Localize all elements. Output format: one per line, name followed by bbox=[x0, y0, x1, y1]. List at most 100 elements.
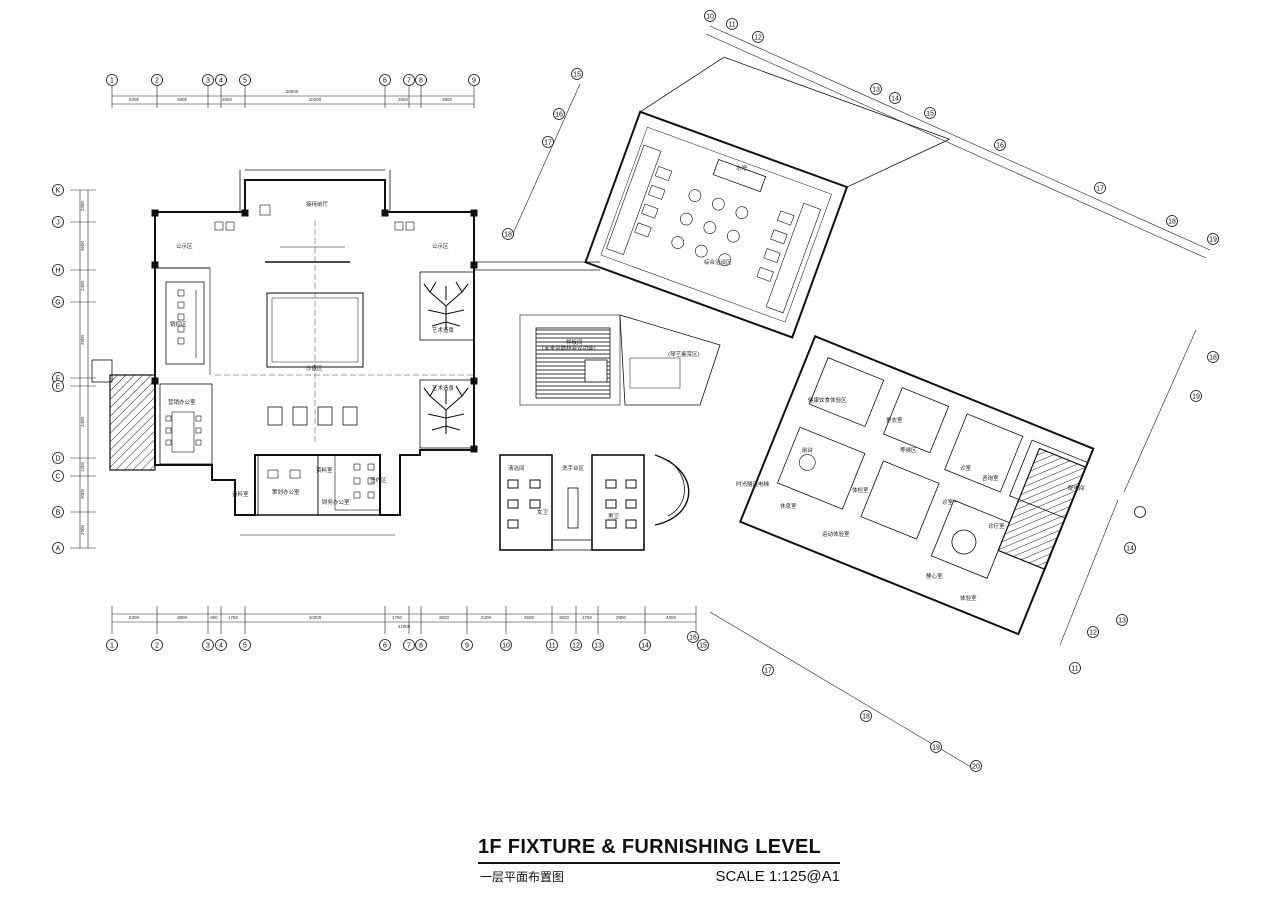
title-underline bbox=[478, 862, 840, 864]
room-art-top: 艺术造景 bbox=[432, 326, 455, 334]
room-art-bottom: 艺术造景 bbox=[432, 384, 455, 392]
room-cleaning: 清洁间 bbox=[508, 464, 525, 472]
room-lab: 体检室 bbox=[852, 486, 869, 494]
room-consult2: 诊室一 bbox=[942, 498, 959, 506]
grid-labels-right: 18 19 14 13 12 11 bbox=[1071, 355, 1217, 673]
room-marketing: 营销办公室 bbox=[168, 398, 196, 406]
dim-bot-1: 3800 bbox=[177, 615, 188, 620]
dim-top-4: 10300 bbox=[309, 97, 322, 102]
dim-left-5: 1350 bbox=[80, 461, 85, 472]
dim-top-3: 2650 bbox=[222, 97, 233, 102]
title-block: 1F FIXTURE & FURNISHING LEVEL 一层平面布置图 SC… bbox=[478, 836, 844, 892]
grid-left-h: H bbox=[55, 268, 60, 275]
grid-labels-nw: 15 16 17 18 bbox=[504, 72, 581, 239]
grid-left-b: B bbox=[56, 510, 61, 517]
room-changing: 更衣室 bbox=[886, 416, 903, 424]
room-model: 样板间 bbox=[566, 338, 583, 346]
dim-bot-3: 1750 bbox=[228, 615, 239, 620]
grid-left-k: K bbox=[56, 188, 61, 195]
grid-top-9: 9 bbox=[472, 78, 476, 85]
dim-bot-4: 10300 bbox=[309, 615, 322, 620]
room-waiting: 等候区 bbox=[900, 446, 917, 454]
grid-se-17: 17 bbox=[764, 668, 772, 675]
room-finance: 财务办公室 bbox=[322, 498, 350, 506]
grid-se-19: 19 bbox=[932, 745, 940, 752]
dim-bot-13: 41900 bbox=[398, 624, 411, 629]
grid-bot-7: 7 bbox=[407, 643, 411, 650]
dim-left-3: 3900 bbox=[80, 334, 85, 345]
grid-bot-5: 5 bbox=[243, 643, 247, 650]
grid-bubbles-left bbox=[52, 184, 64, 554]
dim-left-7: 2900 bbox=[80, 524, 85, 535]
dim-left-4: 3400 bbox=[80, 416, 85, 427]
grid-bot-13: 13 bbox=[594, 643, 602, 650]
room-notice-right: 公示区 bbox=[432, 243, 449, 250]
dim-left-1: 3600 bbox=[80, 240, 85, 251]
grid-top-4: 4 bbox=[219, 78, 223, 85]
left-dimension-values: 2350 3600 2400 3900 3400 1350 3000 2900 bbox=[80, 200, 85, 535]
room-sandbox: 沙盘区 bbox=[306, 364, 323, 372]
grid-labels-top: 1 2 3 4 5 6 7 8 9 bbox=[110, 78, 476, 85]
dim-bot-6: 3600 bbox=[439, 615, 450, 620]
grid-ne-14: 14 bbox=[891, 96, 899, 103]
grid-right-18: 18 bbox=[1209, 355, 1217, 362]
drawing-title: 1F FIXTURE & FURNISHING LEVEL bbox=[478, 836, 822, 858]
dim-left-2: 2400 bbox=[80, 280, 85, 291]
dim-top-1: 5300 bbox=[129, 97, 140, 102]
grid-bubbles-top bbox=[106, 74, 480, 86]
grid-bot-9: 9 bbox=[465, 643, 469, 650]
grid-top-1: 1 bbox=[110, 78, 114, 85]
grid-left-j: J bbox=[56, 220, 60, 227]
grid-ne-18: 18 bbox=[1168, 219, 1176, 226]
grid-ne-15: 15 bbox=[926, 111, 934, 118]
room-lounge2: 休息室 bbox=[780, 502, 797, 510]
grid-bot-11: 11 bbox=[548, 643, 555, 650]
room-female-wc: 女卫 bbox=[537, 508, 549, 516]
room-relax: 静心室 bbox=[926, 572, 943, 580]
dim-top-5: 2650 bbox=[398, 97, 409, 102]
dim-bot-5: 1750 bbox=[392, 615, 403, 620]
grid-bubbles-se bbox=[687, 631, 982, 772]
top-dimension-lines bbox=[111, 86, 475, 108]
room-consult3: 诊疗室 bbox=[988, 522, 1005, 530]
dim-top-0: 28500 bbox=[286, 89, 299, 94]
grid-bot-12: 12 bbox=[572, 643, 580, 650]
drawing-subtitle: 一层平面布置图 bbox=[480, 870, 565, 884]
grid-left-f: F bbox=[56, 376, 60, 383]
grid-ne-19: 19 bbox=[1209, 237, 1217, 244]
grid-bot-15: 15 bbox=[699, 643, 707, 650]
room-reception: 接待前厅 bbox=[306, 200, 329, 208]
grid-se-16: 16 bbox=[689, 635, 697, 642]
grid-nw-15: 15 bbox=[573, 72, 581, 79]
entry-porch bbox=[91, 359, 113, 383]
tree-icon-top bbox=[423, 281, 469, 330]
grid-labels-bottom: 1 2 3 4 5 6 7 8 9 10 11 12 13 14 15 bbox=[110, 643, 707, 650]
dim-bot-2: 900 bbox=[210, 615, 218, 620]
grid-labels-ne: 10 11 12 13 14 15 16 17 18 19 bbox=[706, 14, 1217, 244]
grid-left-g: G bbox=[55, 300, 60, 307]
grid-bot-1: 1 bbox=[110, 643, 114, 650]
dim-bot-7: 2400 bbox=[481, 615, 492, 620]
room-bar: 水吧 bbox=[736, 164, 748, 172]
grid-bot-10: 10 bbox=[502, 643, 510, 650]
room-notice-left: 公示区 bbox=[176, 243, 193, 250]
room-washing: 洗手台区 bbox=[562, 464, 585, 472]
grid-labels-se: 17 18 19 20 16 bbox=[689, 635, 980, 771]
room-model-note: (未来会籍林会议功能) bbox=[542, 344, 596, 352]
grid-right-19: 19 bbox=[1192, 394, 1200, 401]
grid-bot-8: 8 bbox=[419, 643, 423, 650]
grid-bot-6: 6 bbox=[383, 643, 387, 650]
room-labels: 接待前厅 公示区 公示区 销控区 沙盘区 艺术造景 艺术造景 营销办公室 资料室… bbox=[168, 164, 1085, 602]
grid-top-2: 2 bbox=[155, 78, 159, 85]
grid-top-5: 5 bbox=[243, 78, 247, 85]
room-archive: 资料室 bbox=[232, 490, 249, 498]
grid-bot-14: 14 bbox=[641, 643, 649, 650]
grid-ne-11: 11 bbox=[728, 22, 735, 29]
tree-icon-bottom bbox=[423, 385, 469, 434]
room-yoga: 体验室 bbox=[960, 594, 977, 602]
room-contract: 签约区 bbox=[370, 476, 387, 484]
dim-bot-11: 3900 bbox=[616, 615, 627, 620]
room-diet-lab: 健康饮食体验区 bbox=[808, 396, 847, 404]
grid-ne-13: 13 bbox=[872, 87, 880, 94]
